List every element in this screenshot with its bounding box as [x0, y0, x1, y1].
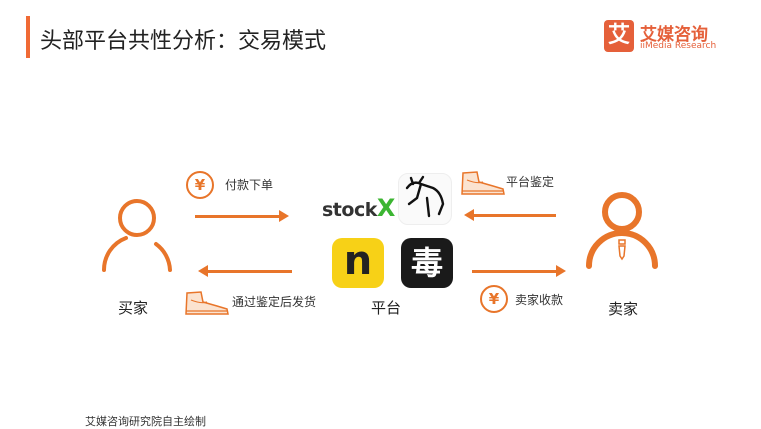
step-buyer-pay: 付款下单 [225, 178, 274, 192]
seller-icon [586, 192, 658, 269]
buyer-label: 买家 [118, 299, 149, 317]
title-accent-bar [26, 16, 30, 58]
sneaker-icon [185, 291, 229, 315]
arrow-platform-to-seller [472, 265, 566, 277]
logo-name-en: iiMedia Research [640, 41, 717, 51]
yuan-coin-icon: ¥ [186, 171, 214, 199]
stockx-logo: stockX [322, 194, 395, 222]
arrow-seller-to-platform [464, 209, 556, 221]
step-seller-receive: 卖家收款 [515, 293, 564, 307]
stockx-x: X [376, 194, 396, 222]
kream-app-icon: n [332, 238, 384, 288]
seller-label: 卖家 [608, 300, 639, 318]
yuan-coin-icon: ¥ [480, 285, 508, 313]
source-note: 艾媒咨询研究院自主绘制 [85, 415, 206, 428]
step-ship-after-verify: 通过鉴定后发货 [232, 295, 317, 309]
logo-name-cn: 艾媒咨询 [640, 25, 708, 45]
dewu-glyph: 毒 [410, 244, 443, 282]
goat-app-icon [398, 173, 452, 225]
sneaker-icon [461, 171, 505, 195]
stockx-text: stock [322, 199, 377, 221]
buyer-icon [101, 199, 172, 272]
dewu-app-icon: 毒 [401, 238, 453, 288]
logo-icon: 艾 [604, 20, 634, 52]
arrow-platform-to-buyer [198, 265, 292, 277]
arrow-buyer-to-platform [195, 210, 289, 222]
step-platform-verify: 平台鉴定 [506, 175, 555, 189]
page-title: 头部平台共性分析：交易模式 [40, 29, 327, 54]
kream-glyph: n [343, 238, 373, 284]
platform-label: 平台 [371, 299, 402, 317]
